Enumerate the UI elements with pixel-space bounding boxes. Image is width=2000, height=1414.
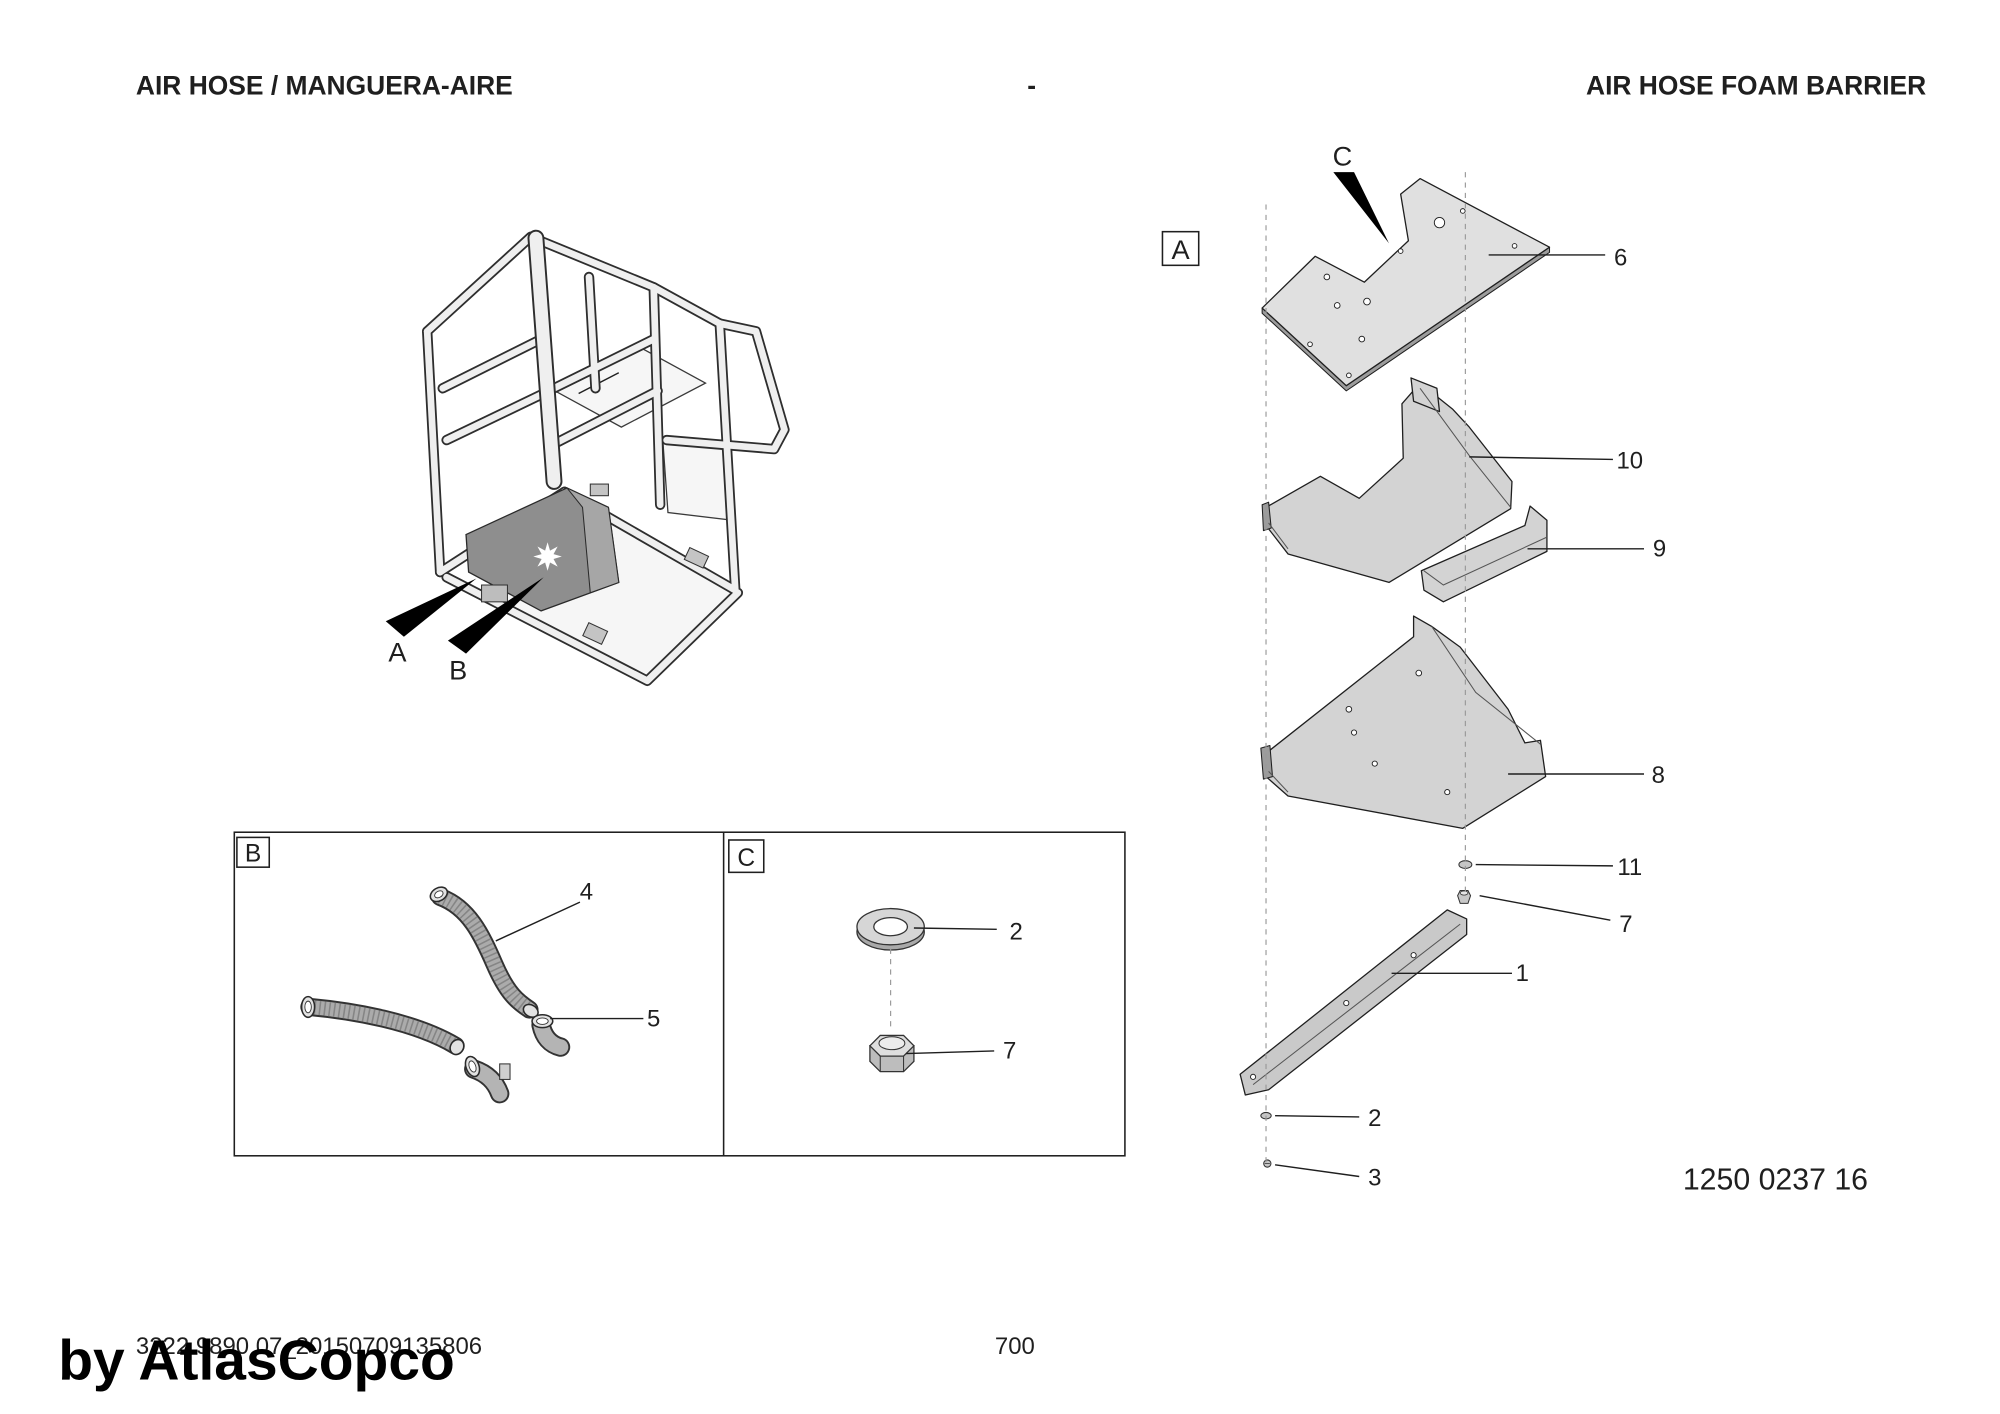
callout-7b: 7 — [1619, 911, 1632, 938]
detail-b-tag — [236, 836, 271, 868]
leader-line-7 — [906, 1050, 995, 1055]
part-7-nut — [1457, 889, 1472, 904]
frame-hose-fitting — [589, 483, 609, 497]
leader-line-10 — [1469, 456, 1613, 461]
leader-line-4 — [495, 901, 581, 942]
detail-c-tag-label: C — [737, 845, 755, 872]
header-left-title: AIR HOSE / MANGUERA-AIRE — [136, 70, 513, 100]
leader-line-11 — [1475, 863, 1613, 867]
frame-component-block — [481, 584, 508, 603]
callout-11: 11 — [1617, 854, 1642, 881]
frame-hose-fitting — [582, 621, 609, 646]
star-marker-icon — [533, 542, 562, 571]
part-6-cover-plate — [1261, 177, 1551, 392]
callout-9: 9 — [1653, 536, 1666, 563]
callout-8: 8 — [1652, 762, 1665, 789]
detail-views-box: B — [233, 831, 1126, 1157]
part-3-screw — [1263, 1159, 1272, 1168]
drawing-number: 1250 0237 16 — [1683, 1163, 1868, 1196]
leader-line-2 — [913, 927, 997, 931]
hose-elbow-right — [531, 1013, 571, 1057]
hose-upper — [429, 886, 539, 1019]
callout-10: 10 — [1616, 448, 1643, 475]
callout-7: 7 — [1003, 1038, 1016, 1065]
callout-4: 4 — [580, 879, 593, 906]
callout-5: 5 — [647, 1005, 660, 1032]
callout-b-label: B — [449, 654, 467, 685]
frame-front-post — [529, 231, 561, 488]
detail-b-tag-label: B — [245, 840, 261, 867]
callout-a-pointer — [385, 578, 477, 637]
frame-hose-fitting — [683, 546, 710, 569]
leader-line-2b — [1275, 1114, 1360, 1118]
hex-nut — [868, 1034, 915, 1073]
leader-line-3 — [1274, 1164, 1360, 1178]
callout-2b: 2 — [1368, 1105, 1381, 1132]
watermark-text: by AtlasCopco — [58, 1329, 455, 1393]
foam-barrier-side — [566, 487, 620, 594]
detail-frame — [233, 831, 1126, 1157]
leader-line-7b — [1479, 894, 1611, 921]
detail-b-view: B — [236, 836, 660, 1104]
part-10-upper-tray — [1261, 377, 1513, 584]
header-center-mark: - — [1027, 70, 1036, 100]
callout-a-label: A — [388, 636, 407, 667]
washer-large — [856, 907, 925, 951]
page-footer: 3222 9890 07_20150709135806 700 by Atlas… — [58, 1329, 1035, 1393]
part-8-lower-tray — [1260, 615, 1547, 829]
callout-3: 3 — [1368, 1165, 1381, 1192]
footer-doc-code: 3222 9890 07_20150709135806 — [136, 1333, 482, 1360]
frame-overview-drawing: A B — [385, 229, 785, 686]
page-header: AIR HOSE / MANGUERA-AIRE - AIR HOSE FOAM… — [136, 70, 1926, 100]
view-a-tag — [1161, 230, 1200, 267]
elbow-clamp — [499, 1063, 511, 1080]
callout-c-label: C — [1333, 141, 1353, 172]
callout-6: 6 — [1614, 244, 1627, 271]
footer-page-number: 700 — [995, 1333, 1035, 1360]
header-right-title: AIR HOSE FOAM BARRIER — [1586, 70, 1926, 100]
detail-c-view: C 2 7 — [728, 839, 1023, 1073]
detail-c-tag — [728, 839, 765, 874]
part-1-support-bar — [1239, 909, 1468, 1096]
callout-c-pointer — [1333, 172, 1389, 244]
callout-2: 2 — [1010, 919, 1023, 946]
callout-b-pointer — [447, 577, 544, 654]
exploded-view-a: A C — [1161, 141, 1666, 1192]
hose-lower — [300, 995, 465, 1056]
view-a-tag-label: A — [1172, 234, 1191, 265]
part-9-small-tray — [1420, 505, 1548, 603]
hose-elbow-lower — [464, 1055, 511, 1104]
callout-1: 1 — [1516, 960, 1529, 987]
